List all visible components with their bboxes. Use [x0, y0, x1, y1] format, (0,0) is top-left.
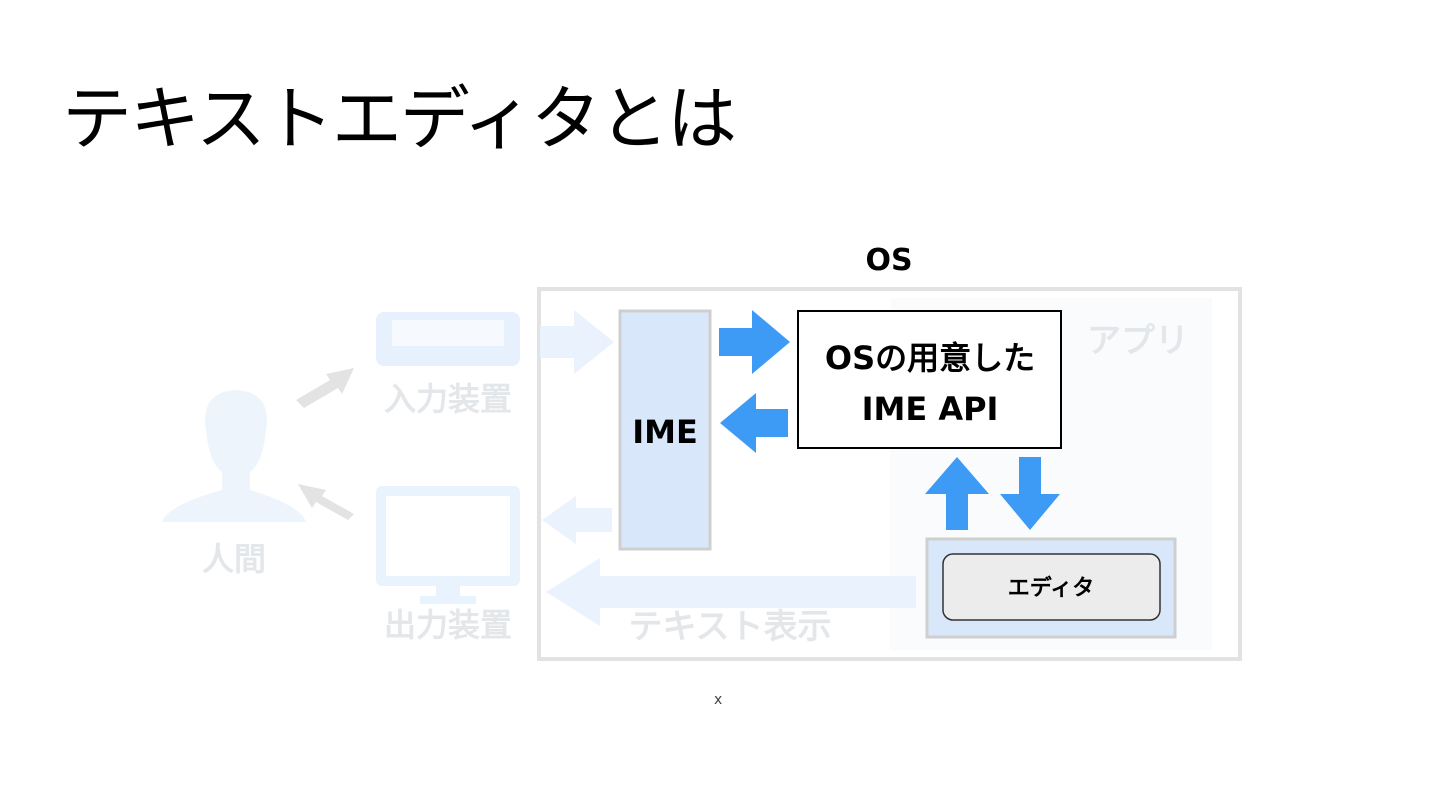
- arrow-ime-to-output: [542, 496, 612, 544]
- os-label: OS: [865, 243, 912, 278]
- ime-api-line1: OSの用意した: [825, 339, 1035, 377]
- ime-api-box: [797, 310, 1062, 449]
- human-label: 人間: [202, 540, 266, 578]
- keyboard-icon: [376, 312, 520, 366]
- input-device-label: 入力装置: [384, 380, 512, 418]
- editor-box: [942, 553, 1161, 621]
- arrow-human-to-input: [296, 368, 354, 408]
- arrow-api-to-ime: [720, 393, 788, 453]
- ime-api-line2: IME API: [862, 390, 999, 428]
- os-box: [537, 287, 1242, 661]
- page-title: テキストエディタとは: [62, 78, 737, 160]
- footnote-mark: x: [714, 692, 723, 708]
- editor-label: エディタ: [1008, 575, 1094, 601]
- person-icon: [162, 390, 306, 522]
- output-device-label: 出力装置: [384, 606, 512, 644]
- arrow-editor-to-output: [546, 558, 916, 626]
- arrow-ime-to-api: [719, 310, 790, 374]
- ime-box: [618, 309, 712, 551]
- app-label: アプリ: [1087, 321, 1189, 361]
- ime-label: IME: [632, 413, 698, 451]
- arrow-output-to-human: [298, 484, 354, 520]
- arrow-input-to-ime: [540, 310, 614, 374]
- text-display-label: テキスト表示: [629, 607, 832, 647]
- arrow-editor-to-api: [925, 457, 989, 530]
- arrow-api-to-editor: [1000, 457, 1060, 530]
- monitor-icon: [376, 486, 520, 604]
